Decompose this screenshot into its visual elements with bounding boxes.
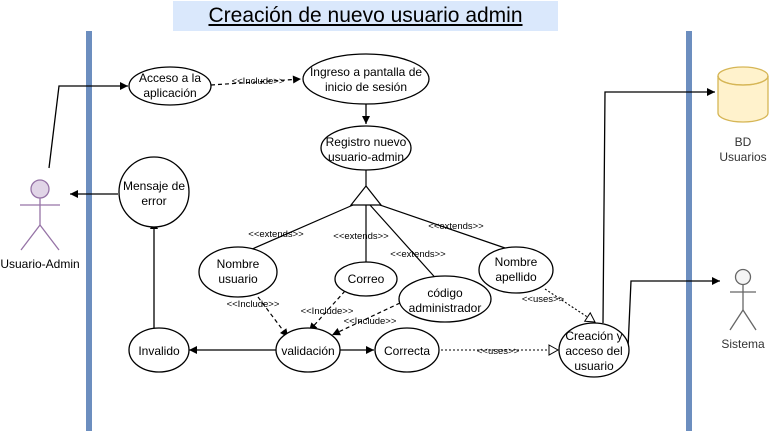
use-case-acceso-line1: Acceso a la xyxy=(139,71,201,85)
cylinder-database-icon xyxy=(717,66,769,123)
use-case-correcta-label: Correcta xyxy=(384,344,430,358)
include-label-nombre: <<Include>> xyxy=(227,299,280,310)
admin-actor[interactable]: Usuario-Admin xyxy=(0,179,80,271)
use-case-ingreso-line1: Ingreso a pantalla de xyxy=(310,65,422,79)
database-label-line1: BD xyxy=(735,135,752,149)
use-case-validacion[interactable]: validación xyxy=(275,327,341,373)
use-case-mensaje[interactable]: Mensaje de error xyxy=(118,156,190,228)
use-case-creacion-line3: usuario xyxy=(574,359,614,373)
uses-label-correcta: <<uses>> xyxy=(477,346,520,357)
use-case-nombre-apellido[interactable]: Nombre apellido xyxy=(478,246,554,294)
correo-include-validacion-arrow xyxy=(308,290,346,332)
extends-line-nombre xyxy=(242,204,354,254)
use-case-correcta[interactable]: Correcta xyxy=(374,327,440,373)
admin-to-acceso-arrow xyxy=(48,82,128,169)
use-case-codigo-line1: código xyxy=(427,286,463,300)
database-bd-usuarios[interactable]: BD Usuarios xyxy=(717,66,769,164)
use-case-registro-line2: usuario-admin xyxy=(328,150,404,164)
database-label-line2: Usuarios xyxy=(719,150,766,164)
use-case-mensaje-line1: Mensaje de xyxy=(123,179,185,193)
extends-label-apellido: <<extends>> xyxy=(428,221,484,232)
use-case-apellido-line2: apellido xyxy=(495,270,537,284)
nombre-include-validacion-arrow xyxy=(257,296,289,338)
admin-actor-icon xyxy=(20,179,60,251)
use-case-registro-line1: Registro nuevo xyxy=(326,135,407,149)
use-case-nombre-usuario-line2: usuario xyxy=(218,272,258,286)
use-case-codigo-line2: administrador xyxy=(409,301,482,315)
sistema-actor-icon xyxy=(729,268,757,331)
extends-line-codigo xyxy=(369,204,441,284)
generalization-triangle xyxy=(349,185,383,206)
extends-label-codigo: <<extends>> xyxy=(390,249,446,260)
use-case-validacion-label: validación xyxy=(281,344,334,358)
creacion-to-sistema-arrow xyxy=(627,277,720,349)
extends-line-apellido xyxy=(379,204,506,249)
system-boundary-right xyxy=(686,31,692,431)
extends-label-nombre: <<extends>> xyxy=(248,229,304,240)
use-case-creacion-line2: acceso del xyxy=(565,344,622,358)
use-case-ingreso[interactable]: Ingreso a pantalla de inicio de sesión xyxy=(302,53,430,105)
codigo-include-validacion-arrow xyxy=(331,302,401,336)
use-case-invalido[interactable]: Invalido xyxy=(128,327,190,373)
use-case-acceso[interactable]: Acceso a la aplicación xyxy=(128,66,212,106)
acceso-include-ingreso-arrow xyxy=(210,75,302,86)
use-case-codigo-administrador[interactable]: código administrador xyxy=(398,275,492,323)
diagram-title-box: Creación de nuevo usuario admin xyxy=(173,1,558,31)
admin-actor-label: Usuario-Admin xyxy=(0,257,79,271)
use-case-correo-label: Correo xyxy=(348,272,385,286)
include-label-acceso: <<Include>> xyxy=(232,76,285,87)
include-label-codigo: <<Include>> xyxy=(344,316,397,327)
use-case-mensaje-line2: error xyxy=(141,194,166,208)
apellido-uses-creacion-arrow xyxy=(544,288,596,323)
uses-label-apellido: <<uses>> xyxy=(522,294,565,305)
use-case-registro[interactable]: Registro nuevo usuario-admin xyxy=(320,125,412,171)
sistema-actor-label: Sistema xyxy=(721,337,765,351)
use-case-acceso-line2: aplicación xyxy=(143,86,196,100)
system-boundary-left xyxy=(86,31,92,431)
include-label-correo: <<Include>> xyxy=(301,306,354,317)
diagram-title: Creación de nuevo usuario admin xyxy=(208,4,523,27)
use-case-creacion-line1: Creación y xyxy=(565,329,622,343)
use-case-correo[interactable]: Correo xyxy=(334,261,398,297)
sistema-actor[interactable]: Sistema xyxy=(721,268,765,352)
extends-label-correo: <<extends>> xyxy=(333,231,389,242)
use-case-creacion[interactable]: Creación y acceso del usuario xyxy=(558,322,630,378)
creacion-to-database-arrow xyxy=(602,88,715,324)
use-case-nombre-usuario-line1: Nombre xyxy=(217,257,260,271)
use-case-apellido-line1: Nombre xyxy=(495,255,538,269)
use-case-nombre-usuario[interactable]: Nombre usuario xyxy=(198,246,278,298)
use-case-ingreso-line2: inicio de sesión xyxy=(325,80,407,94)
use-case-invalido-label: Invalido xyxy=(138,344,180,358)
